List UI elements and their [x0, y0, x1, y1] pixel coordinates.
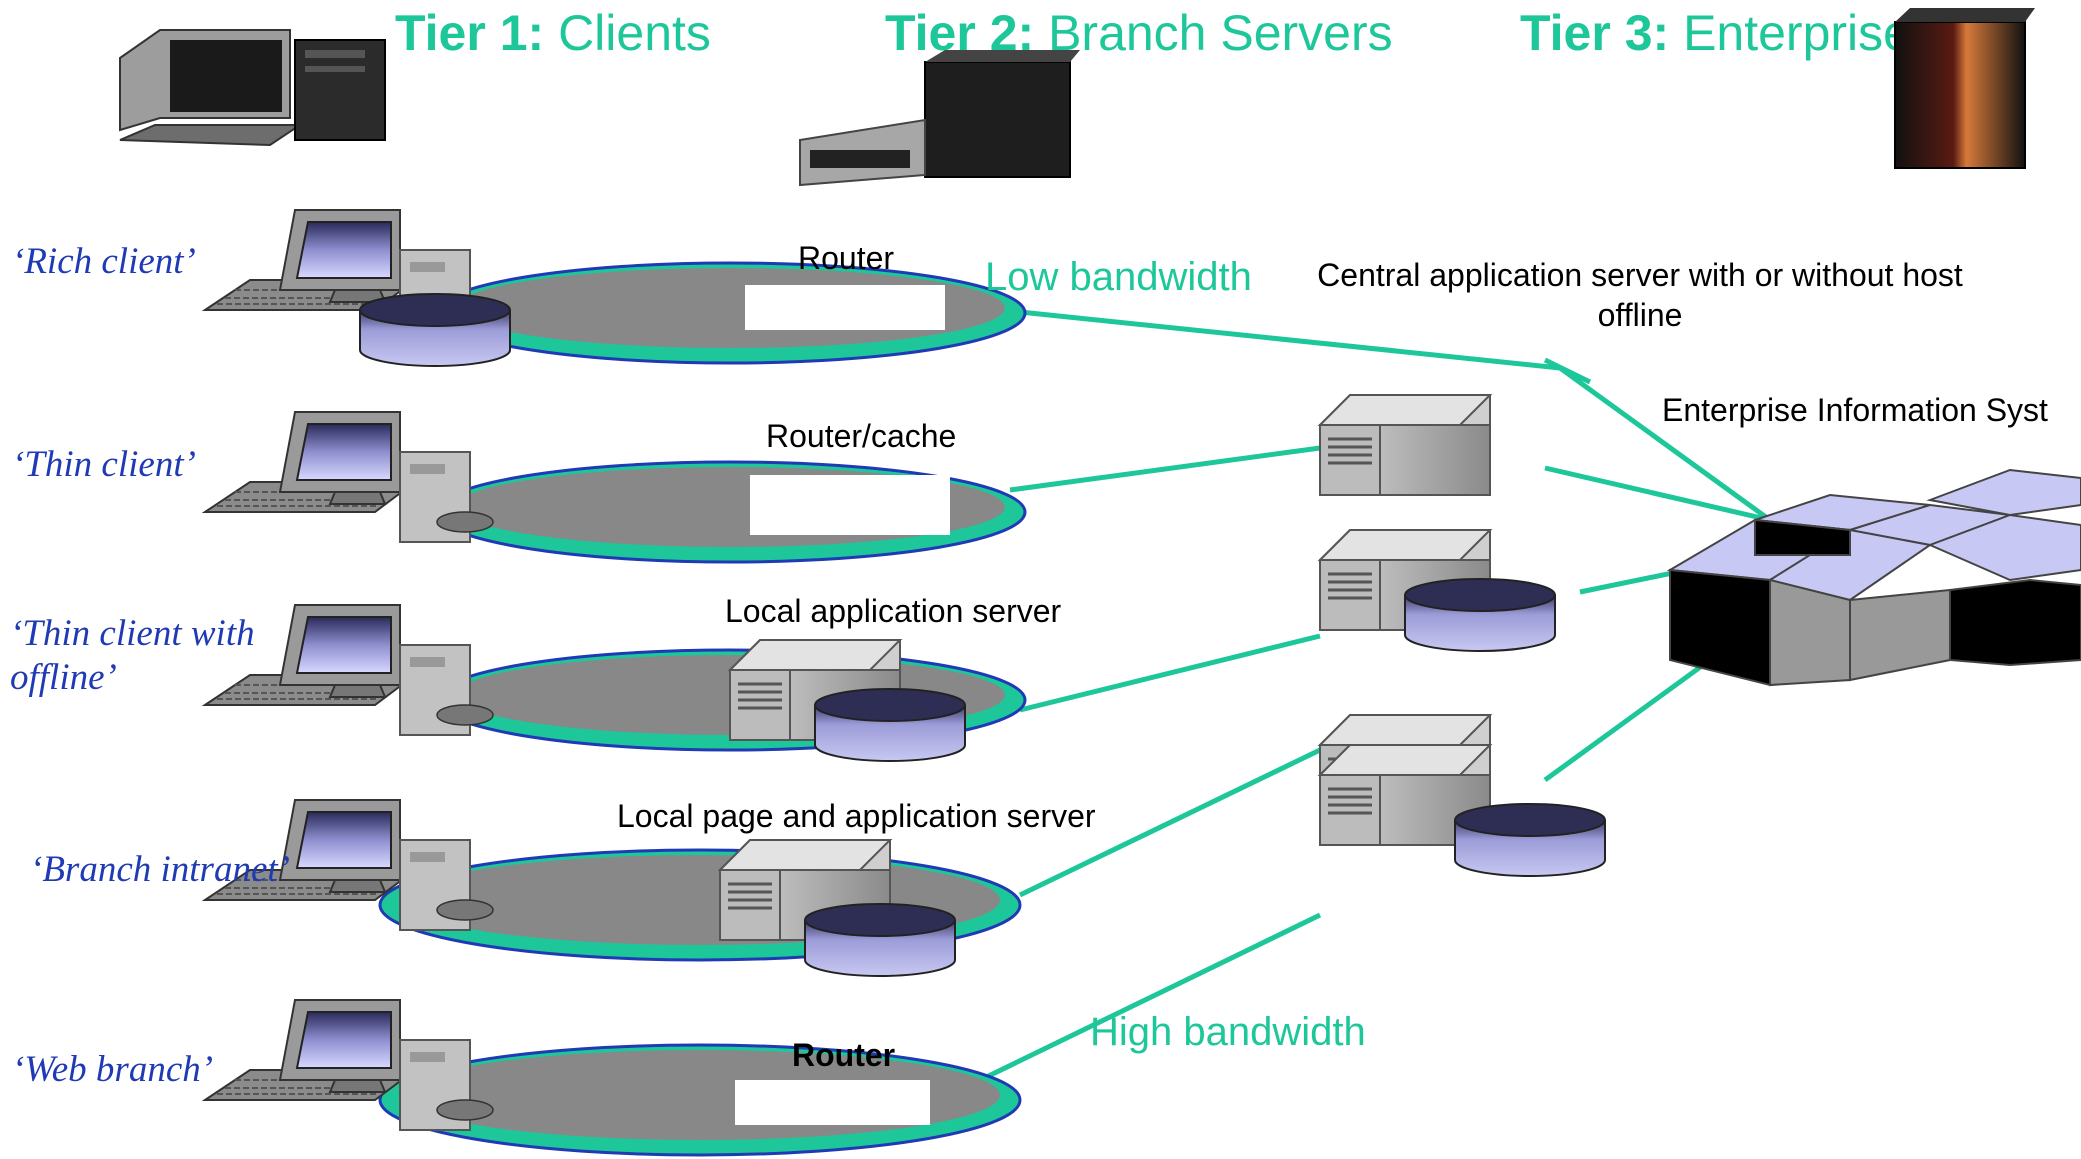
router-cache-icon [750, 475, 950, 535]
tier-1-title: Tier 1: Clients [395, 5, 711, 61]
branch-server-3-group [1318, 713, 1606, 877]
router-icon [745, 285, 945, 330]
branch-intranet-group [204, 799, 1022, 977]
thin-client-offline-group [204, 604, 1027, 762]
client-label-thin: ‘Thin client’ [12, 444, 196, 485]
tier-3-title: Tier 3: Enterprise [1520, 5, 1911, 61]
high-bandwidth-label: High bandwidth [1090, 1010, 1366, 1054]
eis-label: Enterprise Information Syst [1662, 392, 2048, 428]
node-label-router-web: Router [792, 1037, 896, 1073]
node-label-router: Router [798, 240, 895, 276]
rich-client-group [204, 209, 1027, 367]
node-label-router-cache: Router/cache [766, 418, 957, 454]
client-label-web-branch: ‘Web branch’ [12, 1049, 214, 1090]
client-label-thin-offline: ‘Thin client with offline’ [10, 613, 255, 698]
network-links [968, 309, 1772, 1088]
branch-server-icon [799, 50, 1080, 187]
node-label-local-page-app-server: Local page and application server [617, 798, 1096, 834]
web-branch-group [204, 999, 1022, 1157]
branch-server-1-icon [1318, 393, 1492, 497]
enterprise-server-icon [1894, 8, 2035, 169]
client-label-rich: ‘Rich client’ [12, 241, 196, 282]
node-label-local-app-server: Local application server [725, 593, 1062, 629]
branch-server-2-group [1318, 528, 1556, 652]
enterprise-information-system-icon [1666, 468, 2081, 687]
router-icon [735, 1080, 930, 1125]
tier-2-title: Tier 2: Branch Servers [885, 5, 1393, 61]
client-label-branch-intranet: ‘Branch intranet’ [30, 849, 290, 890]
low-bandwidth-label: Low bandwidth [985, 255, 1252, 299]
central-app-server-label: Central application server with or witho… [1317, 257, 1963, 333]
desktop-computer-icon [119, 29, 386, 147]
thin-client-group [204, 411, 1027, 564]
